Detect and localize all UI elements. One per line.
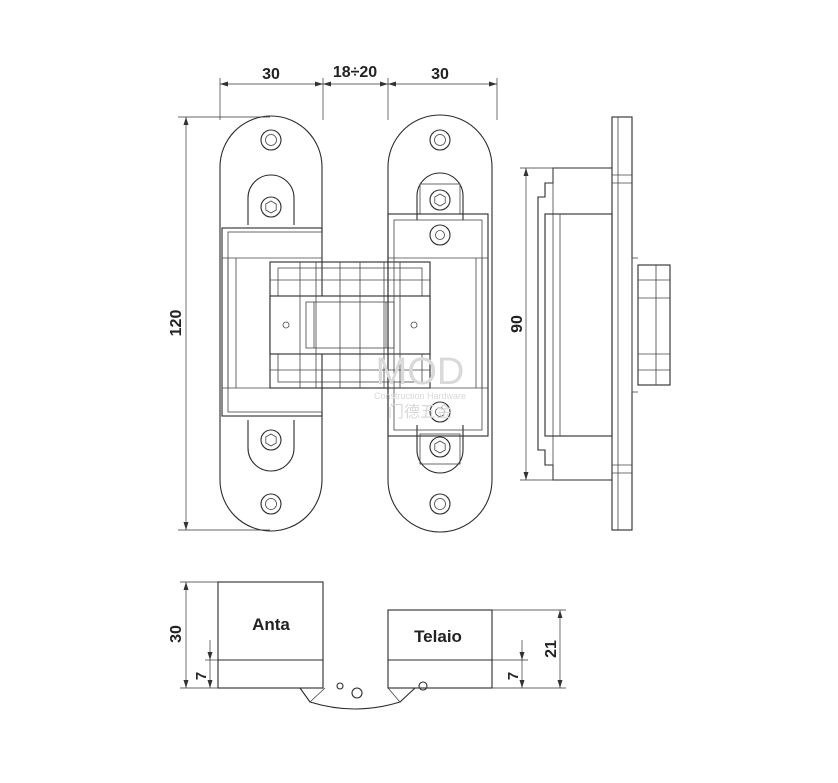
- dim-height-total: 120: [168, 310, 185, 337]
- dim-offset-right: 7: [505, 672, 522, 680]
- label-leaf: Anta: [252, 615, 290, 634]
- watermark-subtitle: Construction Hardware: [374, 391, 466, 401]
- right-hinge-plate: [387, 114, 493, 533]
- dim-offset-left: 7: [193, 672, 210, 680]
- watermark-chinese: 门德五金: [388, 403, 452, 421]
- dim-gap: 18÷20: [333, 64, 377, 81]
- dim-side-thickness: 30: [168, 625, 185, 643]
- dim-width-right: 30: [431, 66, 449, 83]
- dimension-120: 120: [168, 116, 270, 531]
- dim-frame-depth: 21: [543, 640, 560, 658]
- central-mechanism: [269, 261, 431, 389]
- dim-height-body: 90: [509, 315, 526, 333]
- dim-width-left: 30: [262, 66, 280, 83]
- label-frame: Telaio: [414, 627, 462, 646]
- top-dimensions: 30 18÷20 30: [219, 64, 498, 120]
- watermark: MOD Construction Hardware 门德五金: [374, 351, 466, 421]
- bottom-section-view: 30 7 Anta Telaio 7 21: [168, 581, 566, 710]
- watermark-brand: MOD: [376, 351, 465, 393]
- side-view: 90: [509, 116, 671, 531]
